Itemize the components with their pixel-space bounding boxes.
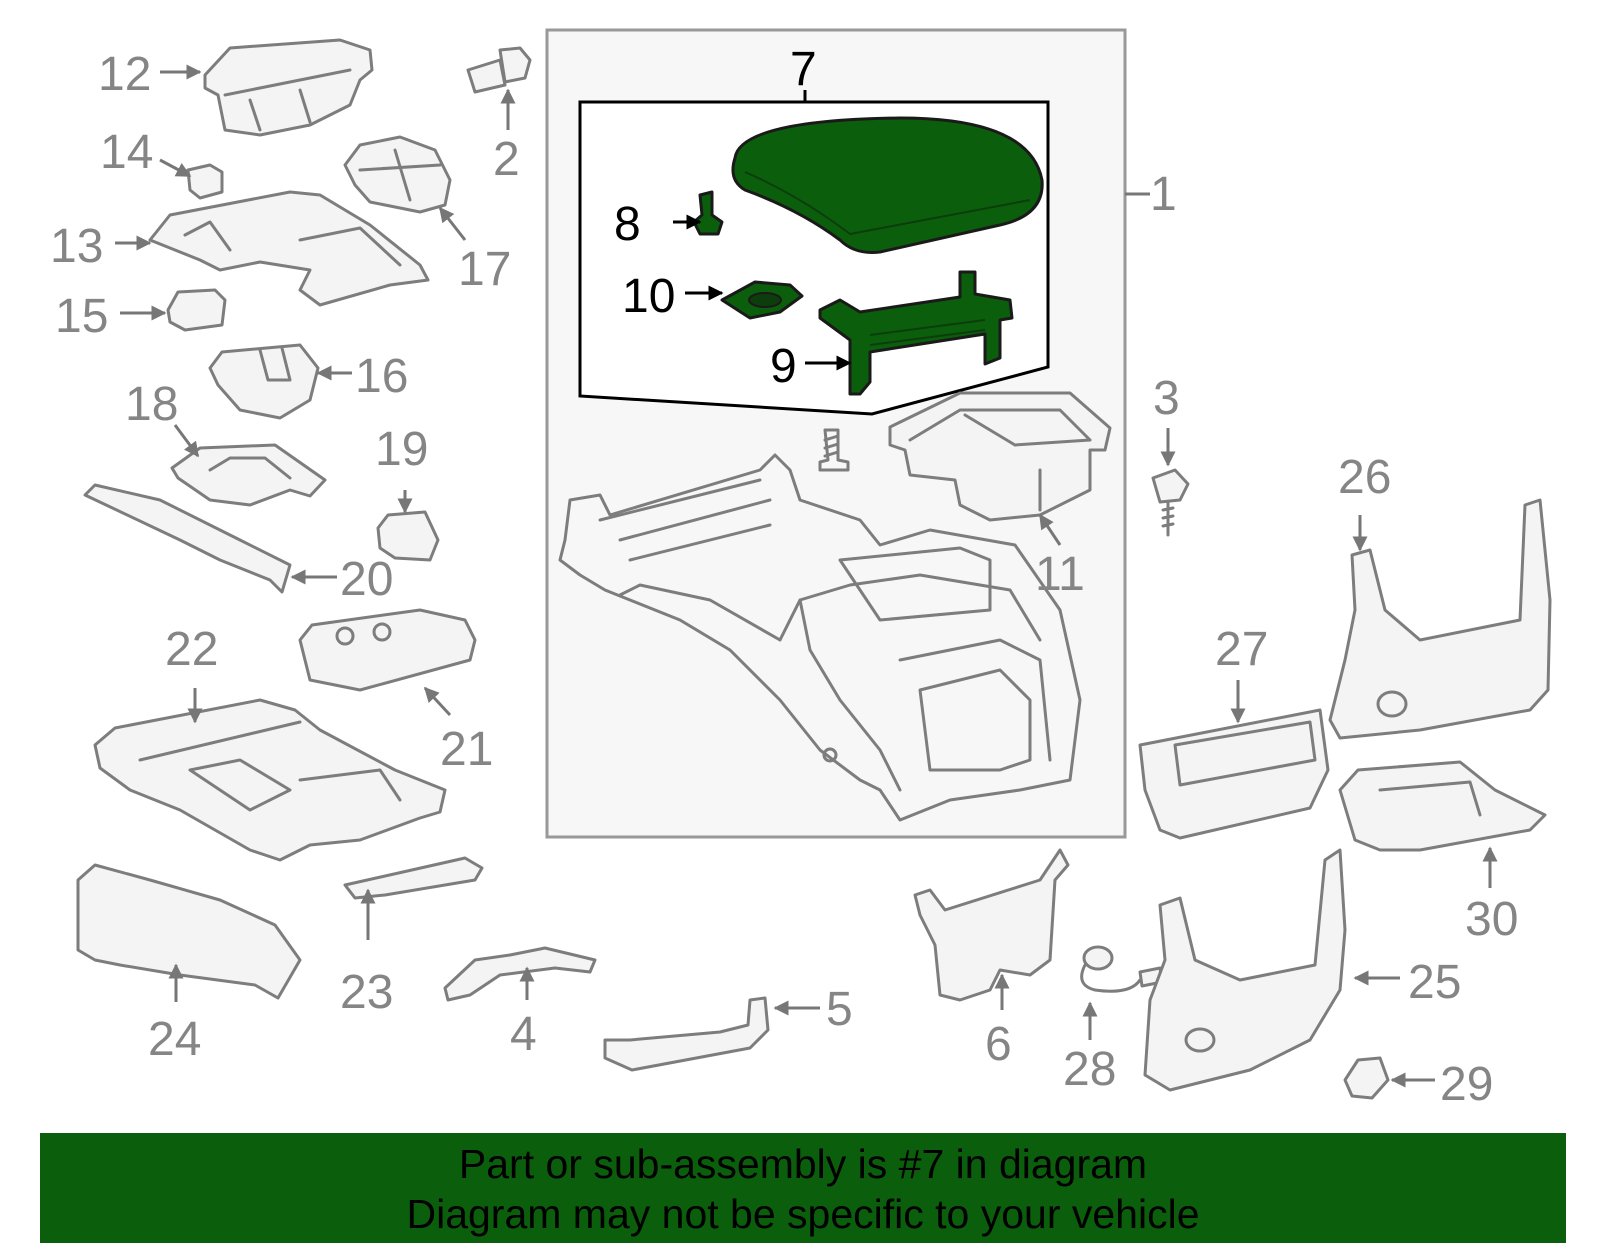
callout-8[interactable]: 8	[614, 198, 641, 251]
callout-19[interactable]: 19	[375, 423, 428, 476]
cover-part-24[interactable]	[76, 863, 302, 1000]
bracket-part-5[interactable]	[603, 996, 770, 1072]
callout-16[interactable]: 16	[355, 350, 408, 403]
callout-13[interactable]: 13	[50, 220, 103, 273]
clip-part-14[interactable]	[186, 163, 224, 200]
callout-24[interactable]: 24	[148, 1013, 201, 1066]
callout-28[interactable]: 28	[1063, 1043, 1116, 1096]
bracket-part-6[interactable]	[913, 848, 1070, 1002]
strip-part-20[interactable]	[83, 483, 292, 594]
callout-26[interactable]: 26	[1338, 451, 1391, 504]
bolt-part-3[interactable]	[1151, 468, 1190, 537]
callout-9[interactable]: 9	[770, 340, 797, 393]
tray-part-30[interactable]	[1338, 760, 1547, 852]
console-box-part[interactable]	[558, 453, 1082, 822]
clip-part-15[interactable]	[166, 288, 227, 332]
callout-21[interactable]: 21	[440, 723, 493, 776]
leaders	[115, 64, 1498, 1088]
panel-part-13[interactable]	[148, 190, 430, 307]
screw-part[interactable]	[818, 428, 850, 472]
knob-part-17[interactable]	[343, 135, 452, 214]
callout-5[interactable]: 5	[826, 983, 853, 1036]
panel-part-25[interactable]	[1143, 848, 1347, 1092]
boot-part-16[interactable]	[208, 343, 320, 420]
callout-labels: 1 2 3 4 5 6 7 8 9 10 11 12 13 14 15 16 1…	[50, 43, 1518, 1111]
bolt-part-2[interactable]	[466, 46, 532, 94]
hinge-part[interactable]	[818, 270, 1014, 396]
box-part-12[interactable]	[203, 38, 374, 137]
wire-part-28[interactable]	[1080, 945, 1164, 993]
vent-part-27[interactable]	[1138, 708, 1330, 840]
callout-30[interactable]: 30	[1465, 893, 1518, 946]
callout-11[interactable]: 11	[1035, 548, 1085, 601]
callout-10[interactable]: 10	[622, 270, 675, 323]
callout-29[interactable]: 29	[1440, 1058, 1493, 1111]
clip-part-29[interactable]	[1343, 1056, 1390, 1100]
callout-2[interactable]: 2	[493, 133, 520, 186]
callout-22[interactable]: 22	[165, 623, 218, 676]
callout-20[interactable]: 20	[340, 553, 393, 606]
callout-25[interactable]: 25	[1408, 956, 1461, 1009]
switch-panel-part-21[interactable]	[298, 608, 477, 692]
bezel-part-18[interactable]	[170, 443, 327, 507]
callout-3[interactable]: 3	[1153, 372, 1180, 425]
callout-4[interactable]: 4	[510, 1008, 537, 1061]
callout-27[interactable]: 27	[1215, 623, 1268, 676]
callout-17[interactable]: 17	[458, 243, 511, 296]
footer-line-2: Diagram may not be specific to your vehi…	[406, 1191, 1200, 1237]
armrest-lid-part[interactable]	[731, 116, 1044, 254]
callout-23[interactable]: 23	[340, 966, 393, 1019]
frame-part-22[interactable]	[93, 698, 447, 862]
panel-part-26[interactable]	[1328, 498, 1552, 740]
callout-6[interactable]: 6	[985, 1018, 1012, 1071]
switch-part-19[interactable]	[376, 510, 440, 562]
bracket-part-23[interactable]	[343, 856, 484, 900]
callout-1[interactable]: 1	[1150, 168, 1177, 221]
bracket-part-4[interactable]	[443, 946, 597, 1002]
footer-banner: Part or sub-assembly is #7 in diagram Di…	[40, 1133, 1566, 1243]
footer-line-1: Part or sub-assembly is #7 in diagram	[458, 1141, 1148, 1187]
callout-12[interactable]: 12	[98, 48, 151, 101]
bracket-part-10[interactable]	[720, 280, 804, 320]
callout-15[interactable]: 15	[55, 290, 108, 343]
callout-7[interactable]: 7	[790, 43, 817, 96]
callout-18[interactable]: 18	[125, 378, 178, 431]
callout-14[interactable]: 14	[100, 126, 153, 179]
